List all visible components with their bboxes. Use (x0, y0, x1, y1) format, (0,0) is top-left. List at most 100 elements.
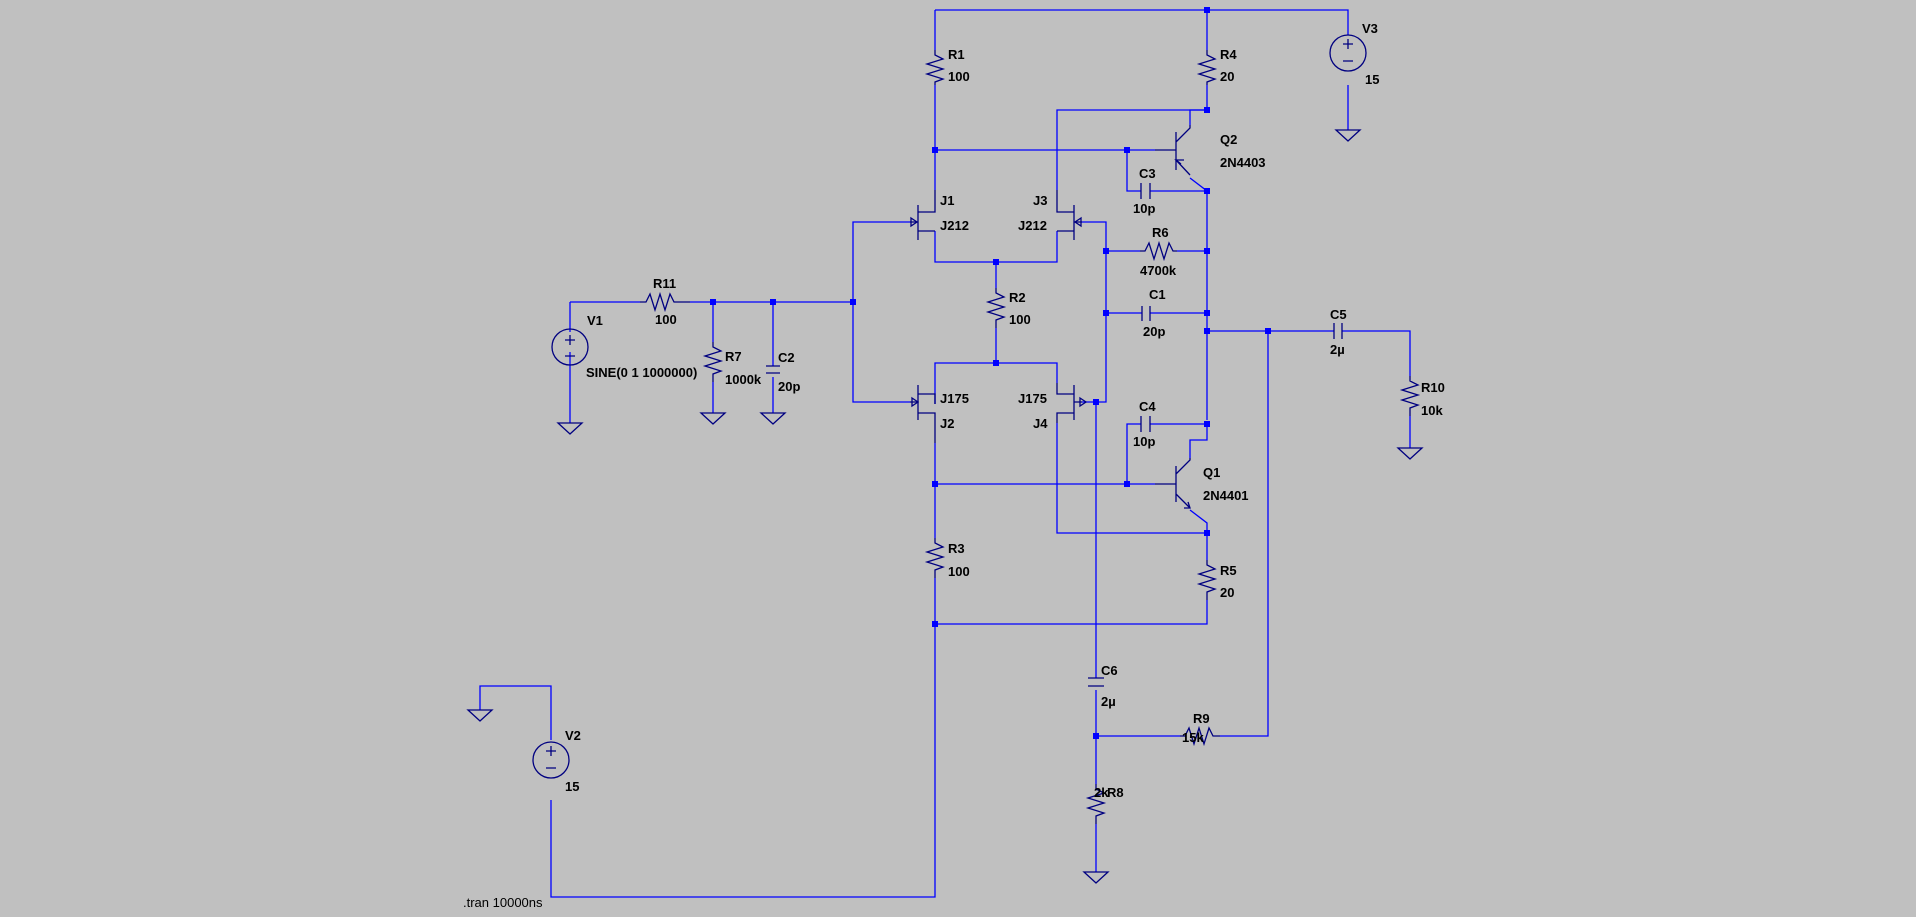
bjt-q2[interactable]: Q2 2N4403 (1155, 125, 1266, 176)
r10-value: 10k (1421, 403, 1443, 418)
c3-value: 10p (1133, 201, 1155, 216)
c5-label: C5 (1330, 307, 1347, 322)
r10-label: R10 (1421, 380, 1445, 395)
j3-label: J3 (1033, 193, 1047, 208)
j4-value: J175 (1018, 391, 1047, 406)
r5-value: 20 (1220, 585, 1234, 600)
r9-label: R9 (1193, 711, 1210, 726)
wire (1126, 423, 1141, 484)
r3-value: 100 (948, 564, 970, 579)
capacitor-c2[interactable]: C2 20p (766, 350, 800, 394)
junction (1204, 328, 1210, 334)
voltage-source-v1[interactable]: V1 SINE(0 1 1000000) (551, 313, 697, 380)
resistor-r3[interactable]: R3 100 (924, 538, 970, 579)
jfet-j3[interactable]: J3 J212 (1018, 190, 1082, 240)
ground-symbols (466, 129, 1424, 884)
r1-label: R1 (948, 47, 965, 62)
jfet-j2[interactable]: J175 J2 (910, 385, 969, 443)
r6-label: R6 (1152, 225, 1169, 240)
capacitor-c6[interactable]: C6 2µ (1088, 663, 1118, 709)
v1-value: SINE(0 1 1000000) (586, 365, 697, 380)
junction (932, 147, 938, 153)
wire (934, 231, 1058, 263)
resistor-r6[interactable]: R6 4700k (1140, 225, 1177, 278)
r7-label: R7 (725, 349, 742, 364)
junction (710, 299, 716, 305)
j1-label: J1 (940, 193, 954, 208)
r7-value: 1000k (725, 372, 762, 387)
c6-value: 2µ (1101, 694, 1116, 709)
junction (1124, 147, 1130, 153)
ground-icon (699, 412, 727, 425)
wire (1342, 330, 1411, 376)
r2-value: 100 (1009, 312, 1031, 327)
r8-label: R8 (1107, 785, 1124, 800)
junction (1265, 328, 1271, 334)
r11-label: R11 (653, 276, 676, 291)
voltage-source-v2[interactable]: V2 15 (532, 728, 581, 794)
ground-icon (466, 709, 494, 722)
capacitor-c5[interactable]: C5 2µ (1330, 307, 1347, 357)
wire (1056, 109, 1207, 190)
ground-icon (1334, 129, 1362, 142)
r2-label: R2 (1009, 290, 1026, 305)
junction (1204, 7, 1210, 13)
resistor-r9[interactable]: R9 15k (1180, 711, 1220, 747)
j2-value: J175 (940, 391, 969, 406)
r1-value: 100 (948, 69, 970, 84)
resistor-r11[interactable]: R11 100 (640, 276, 690, 327)
j1-value: J212 (940, 218, 969, 233)
wire (1189, 509, 1208, 560)
r5-label: R5 (1220, 563, 1237, 578)
wire (1082, 221, 1107, 403)
junction (1093, 399, 1099, 405)
j2-label: J2 (940, 416, 954, 431)
ground-icon (556, 422, 584, 435)
resistor-r1[interactable]: R1 100 (924, 47, 970, 85)
wire (479, 685, 552, 740)
c3-label: C3 (1139, 166, 1156, 181)
resistor-r5[interactable]: R5 20 (1196, 560, 1237, 600)
q1-label: Q1 (1203, 465, 1220, 480)
capacitor-c1[interactable]: C1 20p (1141, 287, 1166, 339)
v3-label: V3 (1362, 21, 1378, 36)
junction (1103, 310, 1109, 316)
r3-label: R3 (948, 541, 965, 556)
capacitor-c3[interactable]: C3 10p (1133, 166, 1156, 216)
r4-value: 20 (1220, 69, 1234, 84)
wire (1220, 331, 1269, 737)
bjt-q1[interactable]: Q1 2N4401 (1155, 458, 1249, 509)
c5-value: 2µ (1330, 342, 1345, 357)
junction (1204, 188, 1210, 194)
resistor-r4[interactable]: R4 20 (1196, 47, 1237, 85)
wire (1189, 177, 1208, 420)
wires (479, 9, 1411, 898)
r9-value: 15k (1182, 730, 1204, 745)
c4-value: 10p (1133, 434, 1155, 449)
jfet-j4[interactable]: J175 J4 (1018, 383, 1088, 431)
wire (1189, 424, 1208, 458)
c2-label: C2 (778, 350, 795, 365)
junction (932, 621, 938, 627)
junction (1093, 733, 1099, 739)
wire (1126, 150, 1141, 192)
jfet-j1[interactable]: J1 J212 (910, 190, 969, 240)
c6-label: C6 (1101, 663, 1118, 678)
capacitor-c4[interactable]: C4 10p (1133, 399, 1156, 449)
v3-value: 15 (1365, 72, 1379, 87)
resistor-r2[interactable]: R2 100 (985, 288, 1031, 328)
resistor-r7[interactable]: R7 1000k (702, 342, 762, 387)
wire (550, 578, 936, 898)
c4-label: C4 (1139, 399, 1156, 414)
junction (1204, 310, 1210, 316)
voltage-source-v3[interactable]: V3 15 (1329, 21, 1379, 87)
resistor-r10[interactable]: R10 10k (1399, 376, 1445, 418)
junction (993, 360, 999, 366)
spice-directive[interactable]: .tran 10000ns (463, 895, 543, 910)
ground-icon (1082, 871, 1110, 884)
wire (1095, 735, 1180, 784)
resistor-r8[interactable]: R8 2k (1085, 784, 1124, 824)
v1-label: V1 (587, 313, 603, 328)
r6-value: 4700k (1140, 263, 1177, 278)
